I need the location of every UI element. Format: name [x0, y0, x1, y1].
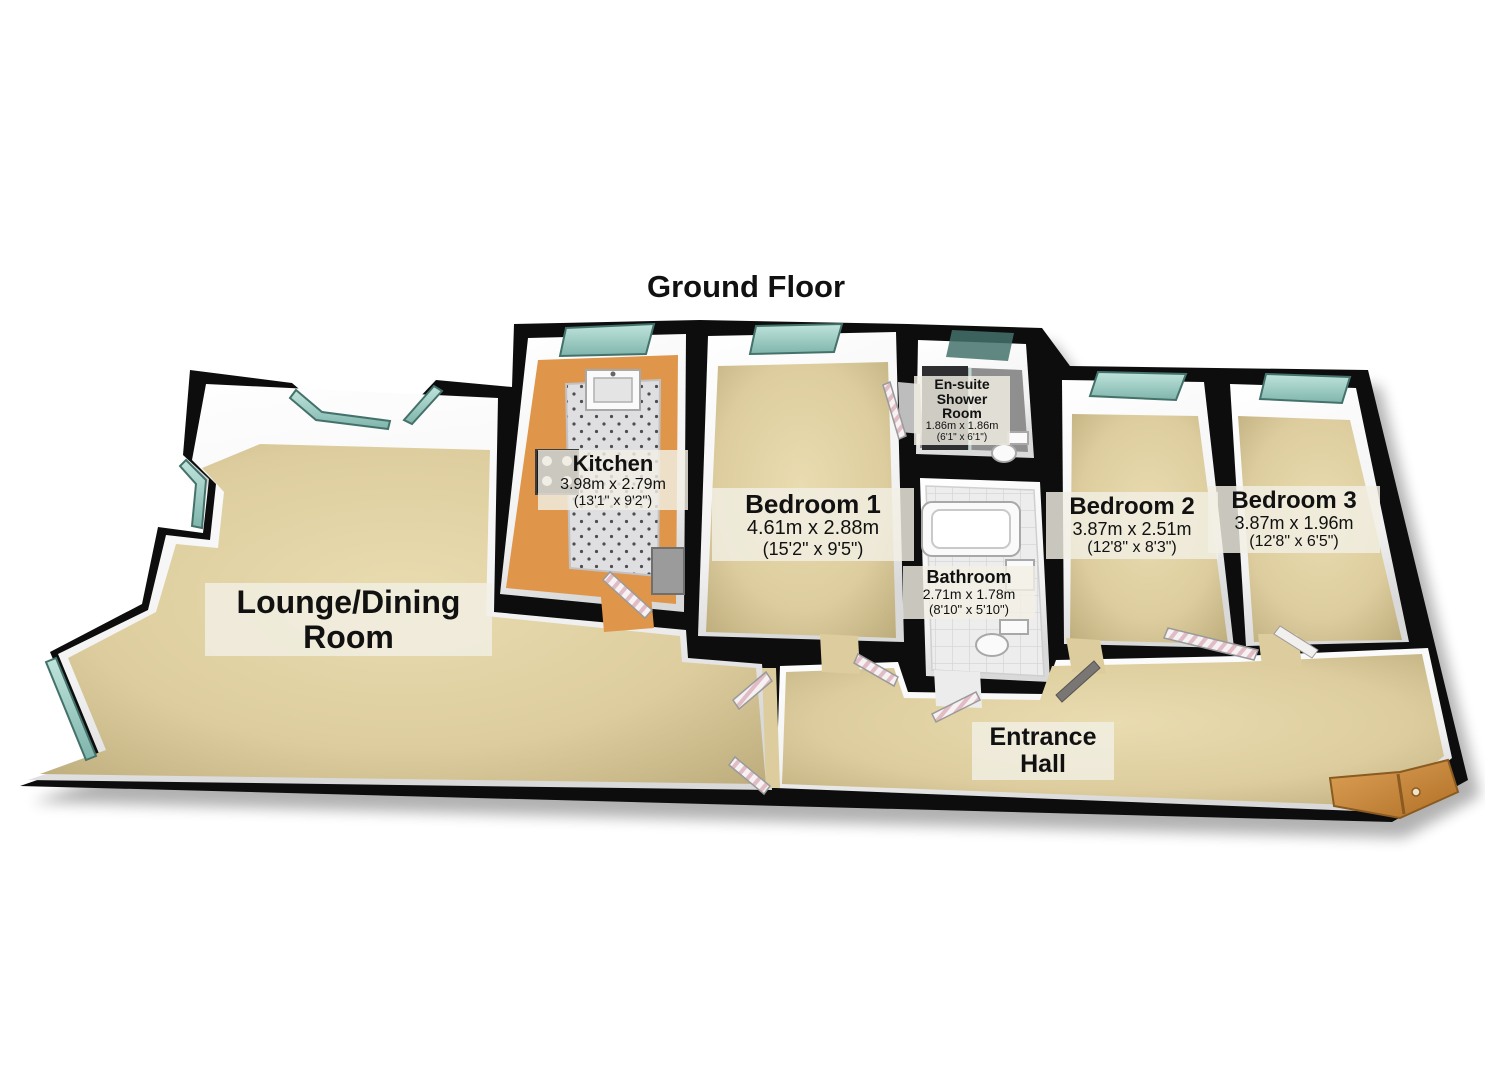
ensuite-dimensions-imperial: (6'1" x 6'1") [936, 431, 988, 443]
label-kitchen: Kitchen 3.98m x 2.79m (13'1" x 9'2") [538, 450, 688, 511]
bedroom1-doorway [820, 634, 860, 674]
ensuite-toilet-cistern [1007, 431, 1029, 445]
lounge-window-left [178, 458, 208, 530]
label-ensuite: En-suite Shower Room 1.86m x 1.86m (6'1"… [914, 376, 1010, 445]
bedroom2-dimensions-imperial: (12'8" x 8'3") [1087, 539, 1177, 557]
bedroom3-dimensions-imperial: (12'8" x 6'5") [1249, 533, 1339, 551]
ensuite-name-line1: En-suite [934, 376, 990, 392]
bedroom3-inner-door [1273, 625, 1319, 659]
ensuite-name-line3: Room [942, 405, 982, 422]
bedroom3-name: Bedroom 3 [1231, 487, 1357, 514]
front-entrance [1328, 758, 1460, 820]
kitchen-unit [651, 547, 685, 595]
lounge-name-line2: Room [303, 618, 394, 655]
windows [44, 322, 1352, 762]
lounge-window-top2 [402, 384, 444, 426]
lounge-door-upper [732, 670, 773, 711]
doors [601, 380, 1319, 796]
hall-name-line1: Entrance [989, 723, 1097, 751]
bedroom2-dimensions-metric: 3.87m x 2.51m [1072, 518, 1192, 539]
ensuite-window [946, 330, 1014, 361]
bathroom-name: Bathroom [926, 567, 1012, 587]
toilet-cistern [999, 619, 1029, 635]
kitchen-tap [610, 371, 616, 377]
bedroom1-dimensions-metric: 4.61m x 2.88m [746, 517, 880, 540]
lounge-hall-doorway [762, 668, 780, 788]
bathroom-dimensions-imperial: (8'10" x 5'10") [929, 601, 1009, 617]
bedroom3-window [1258, 372, 1352, 405]
lounge-window-lower-left [44, 656, 98, 762]
bedroom3-dimensions-metric: 3.87m x 1.96m [1234, 512, 1354, 533]
bedroom3-door [1162, 627, 1260, 661]
room-bedroom1 [698, 332, 904, 642]
ensuite-name-line2: Shower [936, 390, 988, 407]
lounge-name-line1: Lounge/Dining [236, 584, 461, 620]
label-bedroom3: Bedroom 3 3.87m x 1.96m (12'8" x 6'5") [1208, 486, 1380, 553]
kitchen-sink-basin [593, 377, 633, 403]
ensuite-door [882, 380, 907, 441]
bedroom2-door [1055, 660, 1101, 703]
lounge-bay-window-top [288, 388, 392, 431]
label-entrance-hall: Entrance Hall [972, 722, 1114, 780]
page-title: Ground Floor [646, 269, 846, 304]
front-door-step [1328, 758, 1460, 820]
ensuite-toilet [991, 443, 1017, 463]
kitchen-dimensions-metric: 3.98m x 2.79m [560, 475, 666, 493]
bathtub-inner [931, 509, 1011, 549]
kitchen-dimensions-imperial: (13'1" x 9'2") [573, 492, 653, 509]
hall-name-line2: Hall [1020, 750, 1066, 778]
bedroom1-name: Bedroom 1 [745, 489, 881, 519]
kitchen-window [558, 322, 656, 358]
bedroom2-name: Bedroom 2 [1069, 493, 1195, 520]
bathroom-dimensions-metric: 2.71m x 1.78m [922, 586, 1016, 603]
door-handle-icon [1411, 787, 1421, 797]
label-lounge: Lounge/Dining Room [205, 583, 492, 657]
bedroom2-window [1088, 370, 1188, 402]
bathroom-door [930, 690, 982, 724]
bedroom1-window [748, 322, 844, 356]
label-bedroom1: Bedroom 1 4.61m x 2.88m (15'2" x 9'5") [712, 488, 914, 562]
kitchen-door [601, 570, 654, 620]
toilet [975, 633, 1009, 657]
label-bathroom: Bathroom 2.71m x 1.78m (8'10" x 5'10") [903, 566, 1035, 619]
bedroom1-dimensions-imperial: (15'2" x 9'5") [762, 538, 864, 559]
front-door [1396, 773, 1406, 815]
kitchen-name: Kitchen [572, 451, 654, 476]
kitchen-doorway [600, 584, 654, 632]
lounge-door-lower [727, 755, 772, 796]
label-bedroom2: Bedroom 2 3.87m x 2.51m (12'8" x 8'3") [1046, 492, 1218, 559]
bedroom1-door [853, 652, 899, 688]
ensuite-dimensions-metric: 1.86m x 1.86m [925, 420, 999, 433]
